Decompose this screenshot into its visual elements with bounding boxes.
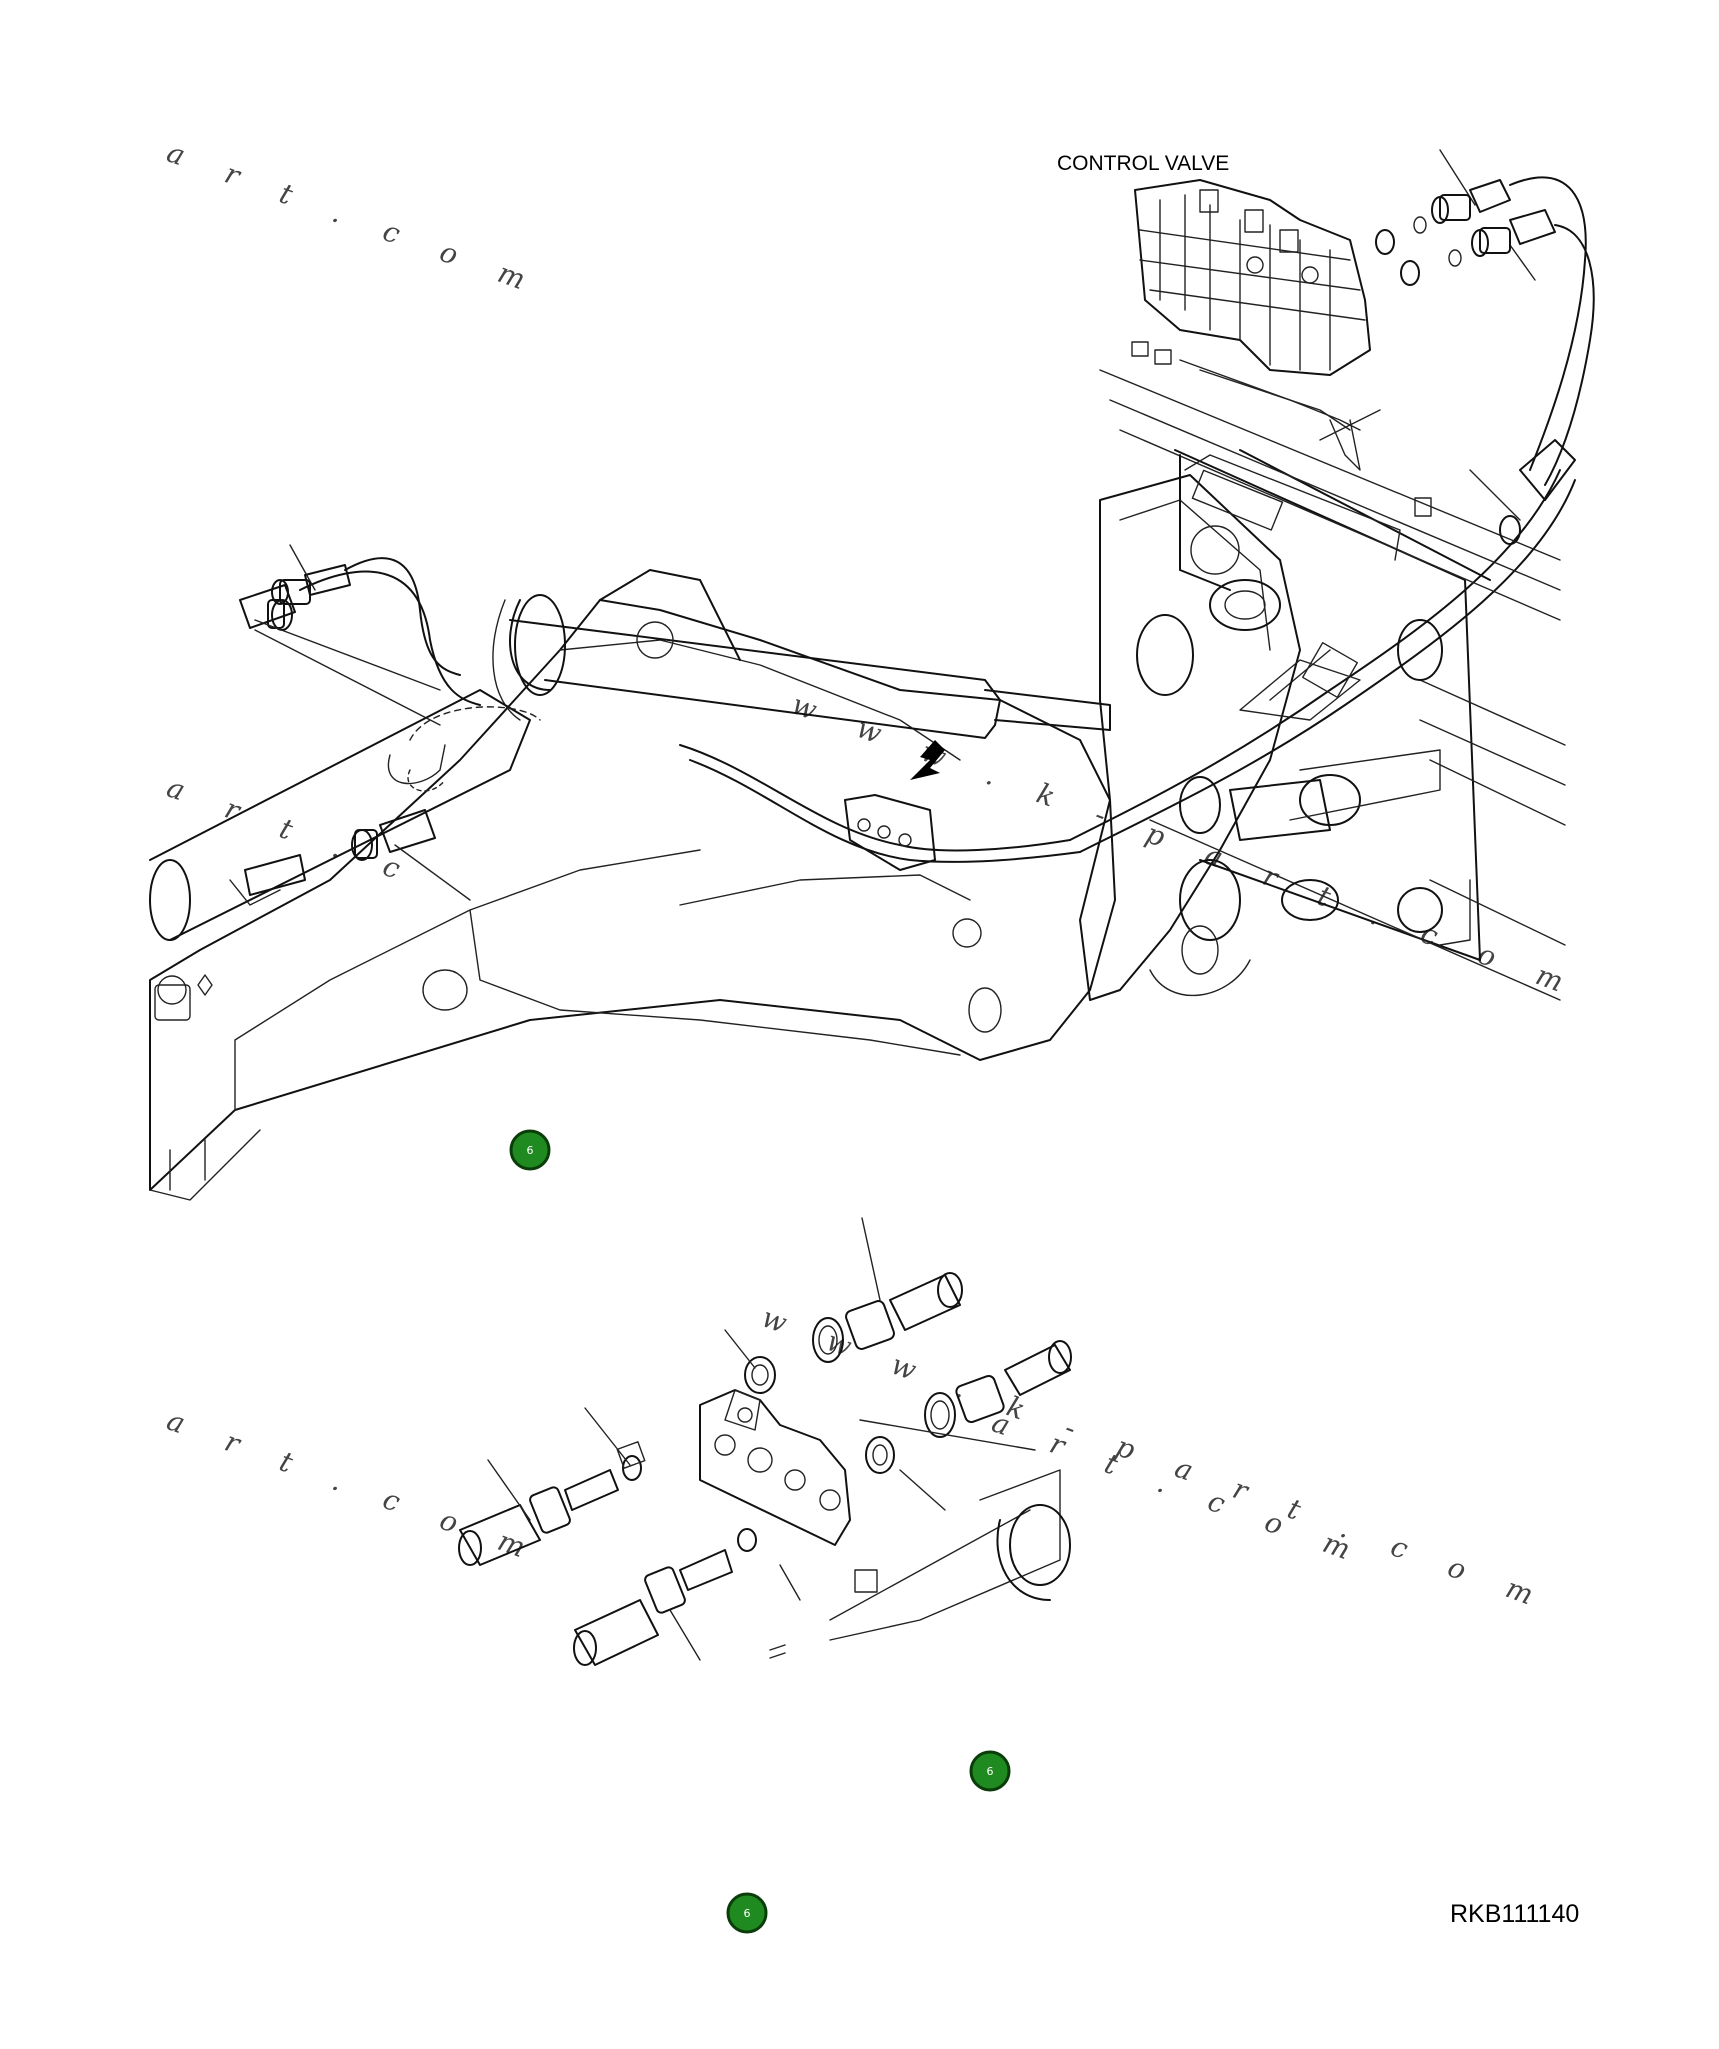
watermark-4: a r t . c o m — [163, 1404, 547, 1571]
callout-marker-text: 6 — [987, 1765, 994, 1778]
callout-marker[interactable]: 6 — [509, 1129, 551, 1171]
callout-marker[interactable]: 6 — [969, 1750, 1011, 1792]
watermark-6: a r t . c o m — [988, 1406, 1372, 1573]
arrow-icon — [910, 740, 945, 780]
upper-hose-protector — [1499, 439, 1576, 545]
callout-marker[interactable]: 6 — [726, 1892, 768, 1934]
callout-marker-text: 6 — [527, 1144, 534, 1157]
control-valve-label: CONTROL VALVE — [1057, 152, 1229, 175]
boom-fitting-mid — [351, 809, 436, 861]
valve-fitting-upper — [1375, 179, 1511, 255]
left-top-hose-fitting — [271, 564, 351, 605]
control-valve — [1131, 179, 1432, 517]
boom-assembly — [149, 149, 1576, 1201]
callout-marker-text: 6 — [744, 1907, 751, 1920]
swing-frame — [1079, 369, 1566, 1001]
valve-fitting-lower — [1400, 209, 1556, 286]
clamp-plate — [844, 794, 936, 871]
fitting-detail — [458, 1217, 1072, 1666]
watermark-1: a r t . c o m — [163, 136, 547, 303]
figure-code: RKB111140 — [1450, 1900, 1579, 1928]
boom-fitting-left — [239, 584, 296, 631]
